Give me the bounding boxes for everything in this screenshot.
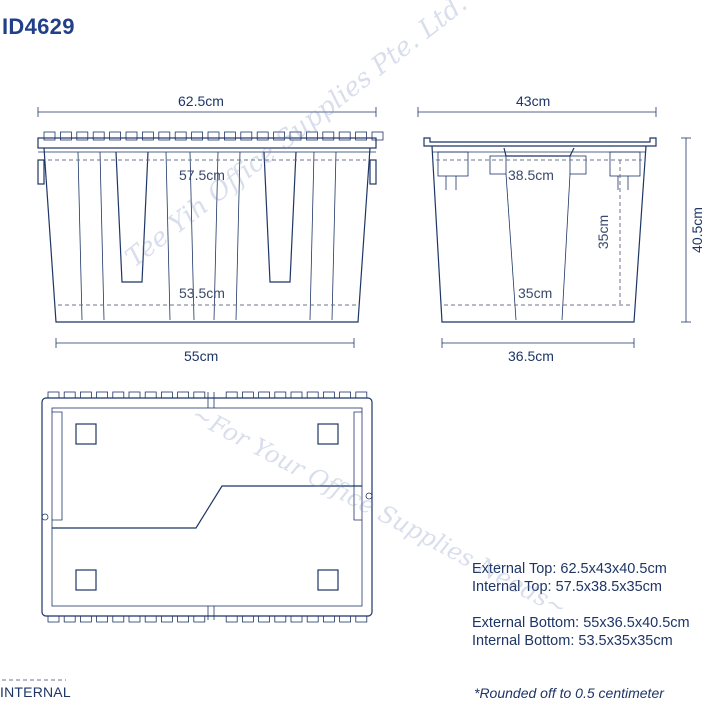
legend-internal-label: INTERNAL: [0, 684, 71, 700]
screw-hole-right: [365, 492, 373, 500]
label-external-top-length: 62.5cm: [178, 93, 224, 109]
pad-top-left: [75, 423, 97, 445]
pad-top-right: [317, 423, 339, 445]
side-lid: [423, 137, 657, 147]
label-external-bottom-width: 36.5cm: [508, 348, 554, 364]
label-external-height: 40.5cm: [688, 207, 705, 253]
pad-bottom-left: [75, 569, 97, 591]
screw-hole-left: [41, 513, 49, 521]
label-external-bottom-length: 55cm: [184, 348, 219, 364]
footnote: *Rounded off to 0.5 centimeter: [474, 685, 664, 701]
lid-flap-line: [52, 485, 362, 529]
crate-ribs: [77, 151, 337, 321]
lid-rim: [37, 131, 384, 149]
spec-internal-top: Internal Top: 57.5x38.5x35cm: [472, 579, 662, 595]
label-internal-height: 35cm: [595, 214, 612, 250]
spec-external-top: External Top: 62.5x43x40.5cm: [472, 561, 667, 577]
spec-internal-bottom: Internal Bottom: 53.5x35x35cm: [472, 633, 673, 649]
handle-slot-right: [263, 151, 297, 283]
spec-external-bottom: External Bottom: 55x36.5x40.5cm: [472, 615, 690, 631]
label-internal-top-width: 38.5cm: [508, 167, 554, 183]
crate-body: [43, 147, 371, 323]
top-view: [41, 391, 373, 623]
label-external-top-width: 43cm: [516, 93, 551, 109]
front-view: [37, 107, 384, 348]
spec-list: External Top: 62.5x43x40.5cm Internal To…: [472, 560, 690, 650]
side-view: [417, 107, 691, 348]
product-id: ID4629: [2, 14, 75, 39]
label-internal-top-length: 57.5cm: [179, 167, 225, 183]
side-body: [431, 145, 647, 323]
label-internal-bottom-width: 35cm: [518, 285, 553, 301]
handle-slot-left: [115, 151, 149, 283]
label-internal-bottom-length: 53.5cm: [179, 285, 225, 301]
pad-bottom-right: [317, 569, 339, 591]
hinge-pins: [437, 151, 641, 190]
lid-top-outline: [41, 397, 373, 617]
